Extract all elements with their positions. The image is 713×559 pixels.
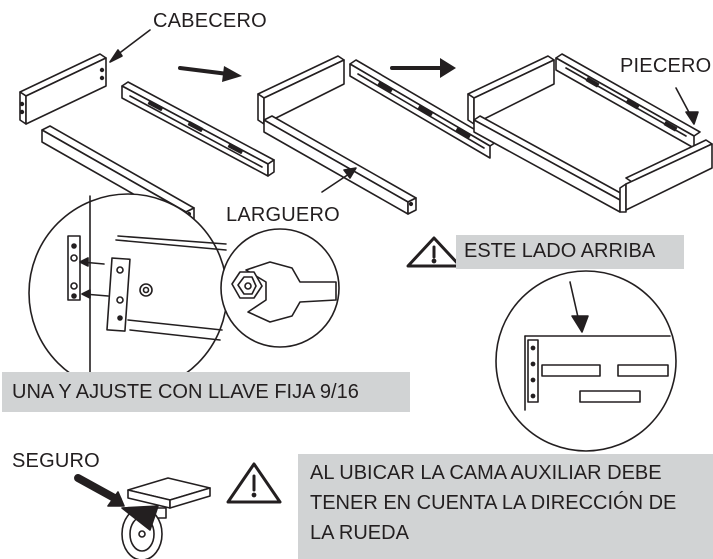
lock-label: SEGURO [12,450,100,472]
warning-note-band [298,454,713,559]
instruction-band [2,372,410,412]
warning-note-line-2: TENER EN CUENTA LA DIRECCIÓN DE [310,492,677,514]
partial-frame [257,55,497,215]
headboard-panel [19,53,107,125]
instruction-text: UNA Y AJUSTE CON LLAVE FIJA 9/16 [12,381,359,403]
arrow-right-icon [390,58,456,78]
headboard-pointer-head [109,49,123,63]
side-rail-pointer-head [343,167,357,179]
side-rail-slotted-1 [121,81,275,177]
complete-frame [467,53,713,213]
warning-note: AL UBICAR LA CAMA AUXILIAR DEBE TENER EN… [310,458,676,548]
this-side-up-band [456,235,684,269]
footboard-label: PIECERO [620,55,712,77]
arrow-right-icon [178,66,242,82]
this-side-up-label: ESTE LADO ARRIBA [464,240,656,262]
footboard-pointer-head [685,111,699,125]
warning-triangle-icon [406,236,462,268]
side-rail-label: LARGUERO [226,204,340,226]
wrench-icon [220,228,340,348]
warning-note-line-1: AL UBICAR LA CAMA AUXILIAR DEBE [310,462,662,484]
warning-note-line-3: LA RUEDA [310,522,409,544]
this-side-up-detail [495,270,677,452]
headboard-label: CABECERO [153,10,267,32]
caster-wheel-icon [74,474,211,559]
warning-triangle-icon [226,462,282,504]
bracket-detail [28,193,228,393]
